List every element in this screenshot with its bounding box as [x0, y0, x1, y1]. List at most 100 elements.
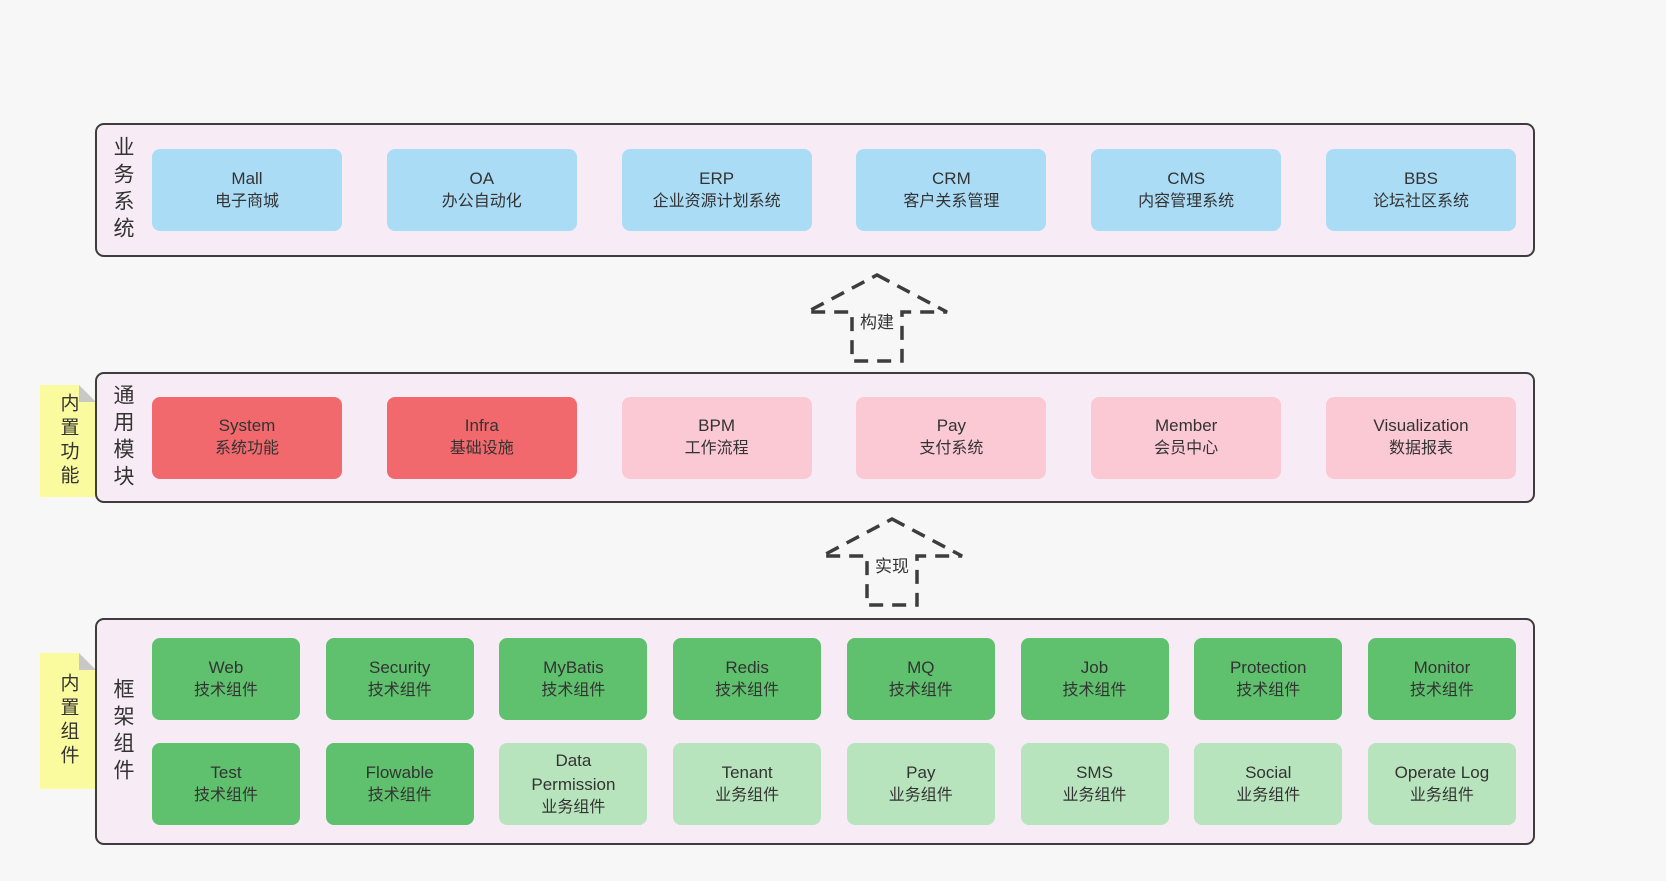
box-subtitle: 技术组件	[1409, 681, 1474, 699]
component-box-infra: Infra 基础设施	[386, 396, 577, 479]
box-subtitle: 会员中心	[1154, 440, 1219, 458]
component-box-data-permission: Data Permission 业务组件	[499, 743, 648, 825]
component-box-system: System 系统功能	[152, 396, 342, 479]
component-box-mybatis: MyBatis 技术组件	[499, 638, 648, 720]
component-box-tenant: Tenant 业务组件	[673, 743, 822, 825]
box-title: ERP	[699, 168, 735, 188]
section-label-common-modules: 通用模块	[111, 383, 134, 492]
box-title: Mall	[231, 168, 263, 188]
box-subtitle: 数据报表	[1388, 440, 1453, 458]
box-title: CMS	[1167, 168, 1206, 188]
sticky-tab-builtin-features: 内置功能	[40, 385, 96, 497]
component-box-social: Social 业务组件	[1194, 743, 1343, 825]
box-subtitle: 业务组件	[715, 786, 780, 804]
component-box-bbs: BBS 论坛社区系统	[1325, 149, 1516, 231]
arrow-build-label: 构建	[855, 307, 899, 335]
component-box-crm: CRM 客户关系管理	[856, 149, 1047, 231]
component-box-operate-log: Operate Log 业务组件	[1367, 743, 1516, 825]
box-subtitle: 技术组件	[193, 786, 258, 804]
box-subtitle: 技术组件	[1236, 681, 1301, 699]
box-title: Visualization	[1373, 416, 1469, 436]
box-subtitle: 企业资源计划系统	[652, 192, 781, 210]
component-box-web: Web 技术组件	[152, 638, 300, 720]
box-subtitle: 客户关系管理	[903, 192, 1000, 210]
arrow-implement: 实现	[812, 516, 972, 608]
box-subtitle: 基础设施	[449, 440, 514, 458]
box-subtitle: 技术组件	[367, 786, 432, 804]
box-title: Redis	[725, 657, 769, 677]
box-row-common-modules: System 系统功能 Infra 基础设施 BPM 工作流程 Pay 支付系统 Member 会…	[133, 396, 1533, 479]
box-subtitle: 业务组件	[1236, 786, 1301, 804]
box-subtitle: 业务组件	[1409, 786, 1474, 804]
box-title: Security	[368, 657, 431, 677]
box-title: CRM	[932, 168, 971, 188]
dashed-up-arrow-icon	[806, 273, 948, 363]
section-common-modules: 通用模块 System 系统功能 Infra 基础设施 BPM 工作流程 Pay 支付系统 Me…	[95, 372, 1535, 503]
box-subtitle: 业务组件	[888, 786, 953, 804]
box-title: Social	[1245, 762, 1292, 782]
box-title: Tenant	[721, 762, 773, 782]
box-subtitle: 业务组件	[1062, 786, 1127, 804]
box-title: BPM	[698, 416, 736, 436]
dashed-up-arrow-icon	[821, 517, 963, 607]
box-subtitle: 电子商城	[214, 192, 279, 210]
box-subtitle: 技术组件	[193, 681, 258, 699]
box-subtitle: 办公自动化	[441, 192, 522, 210]
box-subtitle: 支付系统	[919, 440, 984, 458]
component-box-flowable: Flowable 技术组件	[325, 743, 474, 825]
box-title: Pay	[936, 416, 967, 436]
box-title: Flowable	[365, 762, 434, 782]
box-title: Infra	[464, 416, 499, 436]
component-box-member: Member 会员中心	[1091, 396, 1282, 479]
box-title: MyBatis	[543, 657, 604, 677]
box-title: Test	[210, 762, 242, 782]
box-title: Data Permission	[531, 750, 616, 794]
component-box-oa: OA 办公自动化	[386, 149, 577, 231]
box-title: OA	[469, 168, 495, 188]
component-box-redis: Redis 技术组件	[673, 638, 822, 720]
box-title: Job	[1080, 657, 1109, 677]
box-title: System	[218, 416, 276, 436]
box-subtitle: 技术组件	[888, 681, 953, 699]
component-box-mq: MQ 技术组件	[846, 638, 995, 720]
box-title: Monitor	[1413, 657, 1471, 677]
component-box-job: Job 技术组件	[1020, 638, 1169, 720]
component-box-visualization: Visualization 数据报表	[1325, 396, 1516, 479]
box-title: Web	[208, 657, 244, 677]
component-box-bpm: BPM 工作流程	[621, 396, 812, 479]
box-subtitle: 业务组件	[541, 798, 606, 816]
component-box-pay: Pay 支付系统	[856, 396, 1047, 479]
box-title: BBS	[1403, 168, 1438, 188]
box-subtitle: 系统功能	[214, 440, 279, 458]
sticky-tab-label: 内置组件	[57, 673, 79, 769]
arrow-build: 构建	[797, 272, 957, 364]
component-box-erp: ERP 企业资源计划系统	[621, 149, 812, 231]
box-subtitle: 工作流程	[684, 440, 749, 458]
box-title: Protection	[1229, 657, 1307, 677]
component-box-security: Security 技术组件	[325, 638, 474, 720]
component-box-test: Test 技术组件	[152, 743, 300, 825]
box-title: MQ	[907, 657, 935, 677]
box-subtitle: 技术组件	[541, 681, 606, 699]
component-box-protection: Protection 技术组件	[1194, 638, 1343, 720]
box-subtitle: 论坛社区系统	[1372, 192, 1469, 210]
box-subtitle: 技术组件	[367, 681, 432, 699]
box-title: Operate Log	[1394, 762, 1490, 782]
arrow-implement-label: 实现	[870, 551, 914, 579]
component-box-monitor: Monitor 技术组件	[1367, 638, 1516, 720]
box-subtitle: 技术组件	[715, 681, 780, 699]
box-subtitle: 技术组件	[1062, 681, 1127, 699]
component-box-mall: Mall 电子商城	[152, 149, 342, 231]
box-title: Member	[1155, 416, 1218, 436]
section-label-framework-components: 框架组件	[111, 677, 134, 786]
